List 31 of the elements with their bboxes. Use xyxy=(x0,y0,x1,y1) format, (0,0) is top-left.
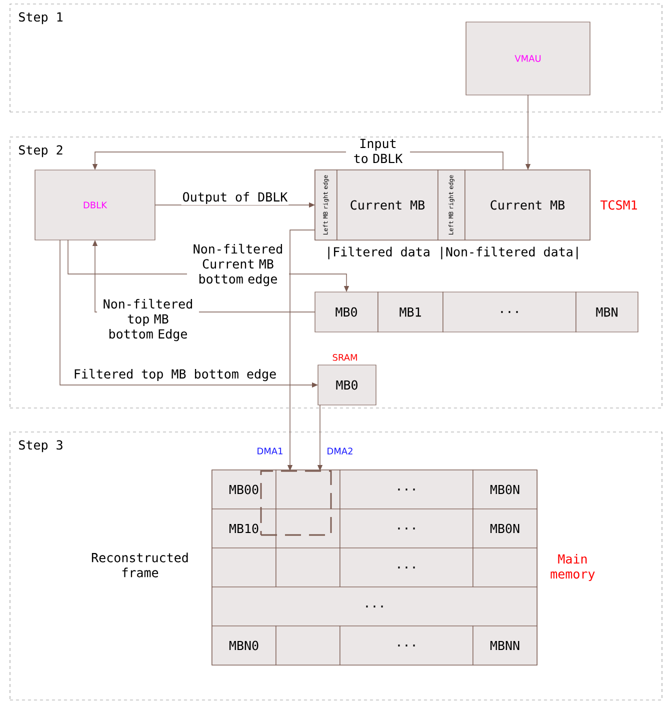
dashed-selection-box xyxy=(260,470,332,536)
memory-cell: MBN xyxy=(576,292,638,332)
blank-cell xyxy=(212,548,276,588)
blank-cell xyxy=(276,470,340,510)
edge-label: Output of DBLK xyxy=(181,190,289,206)
blank-cell xyxy=(276,626,340,666)
grid-cell: MBN0 xyxy=(212,626,276,666)
edge-label: Input to DBLK xyxy=(346,138,410,164)
grid-cell: MB00 xyxy=(212,470,276,510)
blank-cell xyxy=(276,548,340,588)
grid-cell: MB0N xyxy=(472,470,538,510)
memory-cell: MB1 xyxy=(378,292,444,332)
node-label: SRAM xyxy=(332,354,357,361)
grid-cell: MBNN xyxy=(472,626,538,666)
memory-cell: SRAM MB0 xyxy=(318,354,376,406)
edge-label: DMA2 xyxy=(328,448,352,454)
node-label: Main memory xyxy=(550,554,595,582)
blank-cell xyxy=(276,508,340,548)
note-text: |Filtered data |Non-filtered data| xyxy=(328,246,578,260)
note-text: Reconstructed frame xyxy=(92,552,188,578)
unit-box: VMAU xyxy=(466,22,590,96)
grid-cell: MB0N xyxy=(472,508,538,548)
edge-label: DMA1 xyxy=(258,448,282,454)
grid-cell: MB10 xyxy=(212,508,276,548)
node-label: TCSM1 xyxy=(600,200,637,210)
unit-box: DBLK xyxy=(34,170,156,240)
blank-cell xyxy=(472,548,538,588)
edge-label: Non-filtered top MB bottom Edge xyxy=(97,298,199,342)
edge-label: Non-filtered Current MB bottom edge xyxy=(187,242,289,288)
edge-label: Filtered top MB bottom edge xyxy=(74,368,276,382)
memory-cell: MB0 xyxy=(314,292,378,332)
